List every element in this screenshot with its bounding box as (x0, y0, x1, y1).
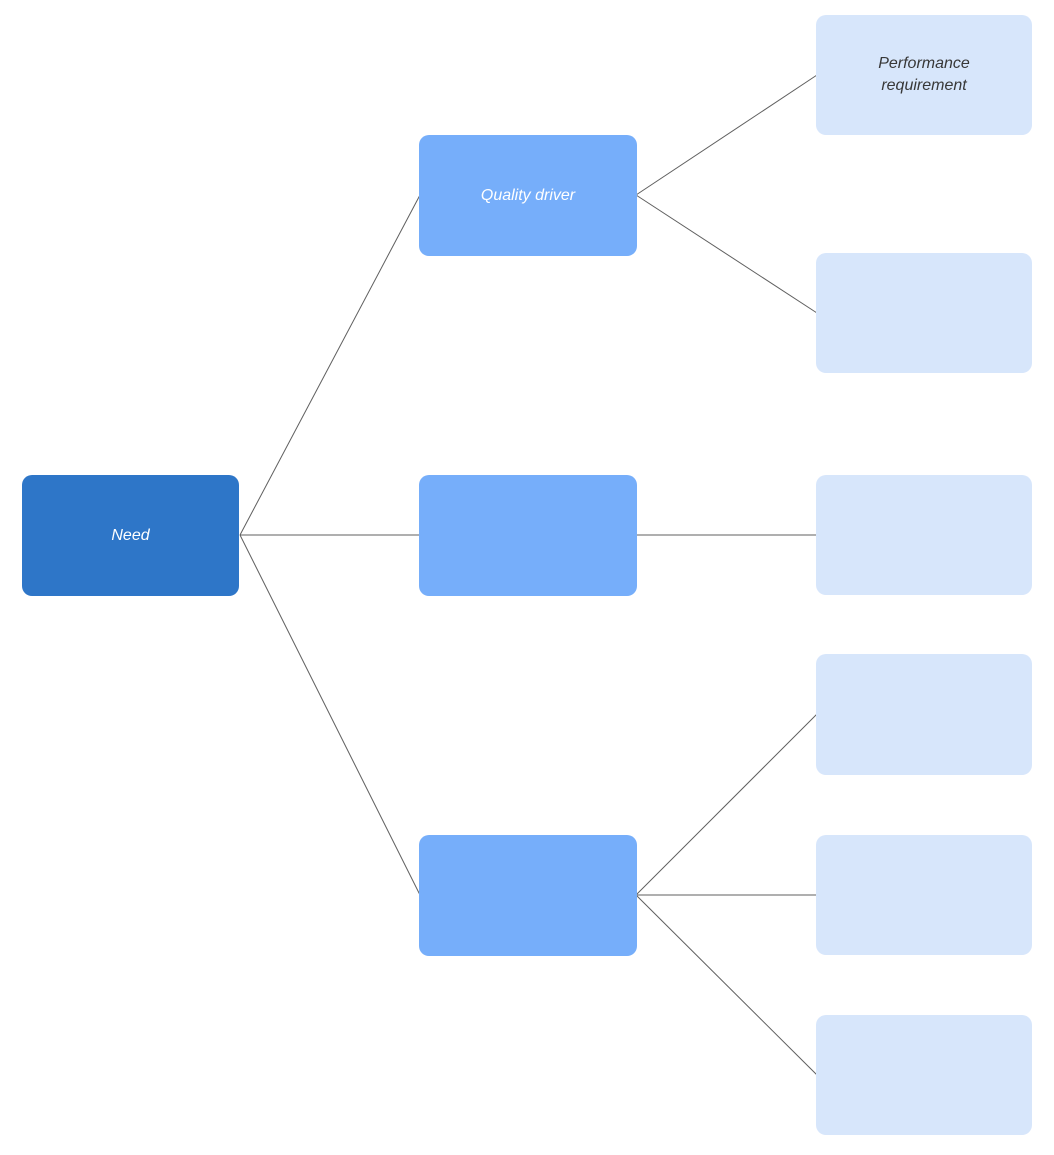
node-leaf-2[interactable] (816, 253, 1032, 373)
node-need[interactable]: Need (22, 475, 239, 596)
connector-line (635, 194, 818, 314)
node-leaf-3[interactable] (816, 475, 1032, 595)
connector-line (239, 534, 421, 896)
node-label: Quality driver (480, 186, 576, 204)
node-leaf-6[interactable] (816, 1015, 1032, 1135)
node-label: Performance requirement (878, 55, 970, 94)
connector-line (635, 74, 818, 196)
connector-line (635, 894, 818, 1076)
node-branch-3[interactable] (419, 835, 637, 956)
node-branch-2[interactable] (419, 475, 637, 596)
connector-line (239, 194, 421, 536)
node-label: Need (111, 526, 150, 544)
node-leaf-4[interactable] (816, 654, 1032, 775)
node-leaf-5[interactable] (816, 835, 1032, 955)
connector-line (635, 713, 818, 896)
node-performance-requirement[interactable]: Performance requirement (816, 15, 1032, 135)
node-quality-driver[interactable]: Quality driver (419, 135, 637, 256)
